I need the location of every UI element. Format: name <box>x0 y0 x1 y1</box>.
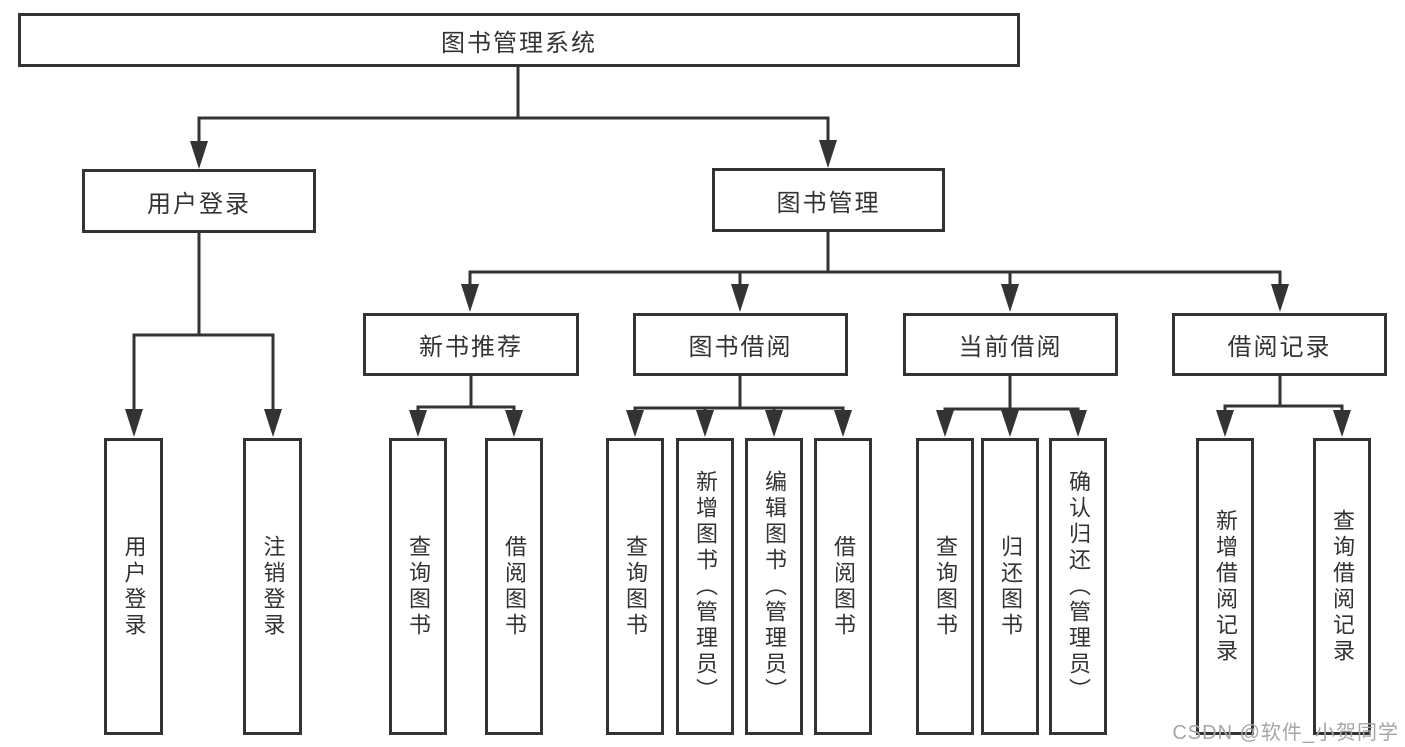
node-user-login: 用户登录 <box>82 169 316 233</box>
leaf-user-login: 用户登录 <box>104 438 163 735</box>
node-label: 用户登录 <box>147 190 251 218</box>
node-label: 图书借阅 <box>688 334 793 361</box>
leaf-query-borrow-record: 查询借阅记录 <box>1313 438 1371 735</box>
node-label: 新增借阅记录 <box>1213 508 1238 665</box>
node-label: 图书管理系统 <box>441 29 597 57</box>
node-label: 借阅记录 <box>1227 334 1332 361</box>
leaf-query-books-borrow: 查询图书 <box>606 438 664 735</box>
connector-book-management-to-level3 <box>461 231 1289 312</box>
node-borrow-records: 借阅记录 <box>1172 313 1387 376</box>
leaf-confirm-return-admin: 确认归还（管理员） <box>1049 438 1107 735</box>
leaf-query-books-recommend: 查询图书 <box>389 438 447 735</box>
node-label: 借阅图书 <box>502 534 527 639</box>
leaf-edit-books-admin: 编辑图书（管理员） <box>745 438 803 735</box>
node-label: 图书管理 <box>776 189 881 217</box>
connector-new-book-recommend-to-leaves <box>409 375 523 437</box>
node-label: 确认归还（管理员） <box>1066 469 1091 704</box>
node-label: 查询图书 <box>623 534 648 639</box>
node-label: 查询图书 <box>406 534 431 639</box>
connector-borrow-records-to-leaves <box>1216 375 1351 437</box>
leaf-query-books-current: 查询图书 <box>916 438 974 735</box>
leaf-borrow-books-recommend: 借阅图书 <box>485 438 543 735</box>
node-new-book-recommend: 新书推荐 <box>363 313 579 376</box>
leaf-return-books: 归还图书 <box>981 438 1039 735</box>
leaf-add-books-admin: 新增图书（管理员） <box>676 438 734 735</box>
node-label: 编辑图书（管理员） <box>762 469 787 704</box>
node-book-management: 图书管理 <box>712 168 945 232</box>
connector-book-borrow-to-leaves <box>626 375 852 437</box>
node-label: 当前借阅 <box>958 334 1063 361</box>
node-book-borrow: 图书借阅 <box>633 313 848 376</box>
leaf-logout-login: 注销登录 <box>243 438 302 735</box>
connector-root-to-level2 <box>190 66 837 169</box>
node-label: 注销登录 <box>260 534 286 639</box>
leaf-add-borrow-record: 新增借阅记录 <box>1196 438 1254 735</box>
node-current-borrow: 当前借阅 <box>903 313 1118 376</box>
connector-current-borrow-to-leaves <box>936 375 1087 437</box>
node-library-management-system: 图书管理系统 <box>18 13 1020 67</box>
node-label: 归还图书 <box>998 534 1023 639</box>
leaf-borrow-books-borrow: 借阅图书 <box>814 438 872 735</box>
node-label: 用户登录 <box>121 534 147 639</box>
csdn-watermark: CSDN @软件_小贺同学 <box>1172 722 1399 744</box>
node-label: 借阅图书 <box>831 534 856 639</box>
connector-user-login-to-leaves <box>125 232 282 437</box>
node-label: 查询借阅记录 <box>1330 508 1355 665</box>
node-label: 新增图书（管理员） <box>693 469 718 704</box>
node-label: 新书推荐 <box>419 334 523 361</box>
node-label: 查询图书 <box>933 534 958 639</box>
